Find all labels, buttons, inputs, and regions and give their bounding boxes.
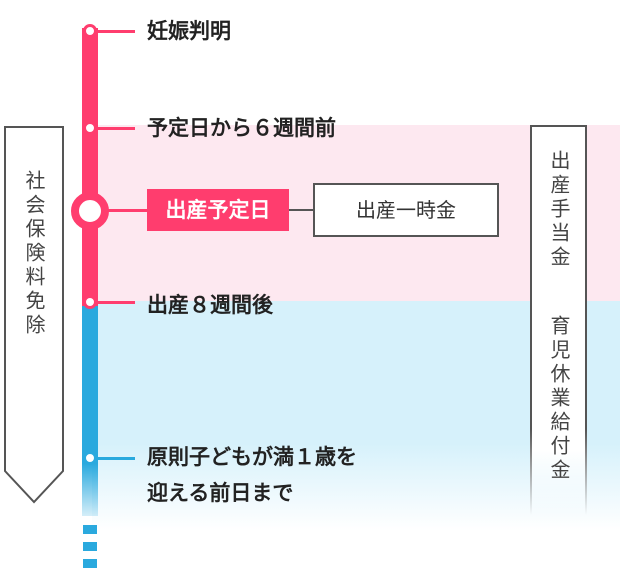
milestone-dot: [83, 24, 97, 38]
milestone-tick: [95, 457, 135, 460]
timeline-dash: [83, 559, 97, 568]
timeline-dash: [83, 542, 97, 551]
childcare-leave-border-right: [585, 300, 587, 515]
milestone-due-date: 出産予定日: [147, 189, 289, 231]
milestone-six-weeks-before: 予定日から６週間前: [147, 116, 336, 140]
lump-sum-connector: [289, 209, 313, 211]
milestone-tick: [95, 127, 135, 130]
childcare-leave-box: [530, 300, 587, 515]
milestone-child-birthday-line2: 迎える前日まで: [147, 481, 294, 505]
timeline-line-childcare: [82, 306, 98, 516]
milestone-eight-weeks-after: 出産８週間後: [147, 293, 273, 317]
milestone-child-birthday-line1: 原則子どもが満１歳を: [147, 445, 357, 469]
milestone-pregnancy-confirmed: 妊娠判明: [147, 19, 231, 43]
childcare-leave-border-left: [530, 300, 532, 515]
milestone-dot: [83, 121, 97, 135]
timeline-line-pregnancy: [82, 28, 98, 306]
milestone-tick: [95, 30, 135, 33]
timeline-dash: [83, 525, 97, 534]
milestone-tick: [95, 209, 147, 212]
lump-sum-box: 出産一時金: [313, 183, 499, 237]
childcare-leave-label: 育児休業給付金: [547, 315, 571, 483]
milestone-tick: [95, 301, 135, 304]
social-insurance-exemption-label: 社会保険料免除: [22, 170, 46, 338]
milestone-dot: [83, 451, 97, 465]
milestone-dot: [83, 295, 97, 309]
maternity-allowance-label: 出産手当金: [547, 150, 571, 270]
social-insurance-exemption-arrow: [4, 126, 64, 504]
due-date-dot: [71, 192, 109, 230]
maternity-allowance-box: [530, 125, 587, 302]
